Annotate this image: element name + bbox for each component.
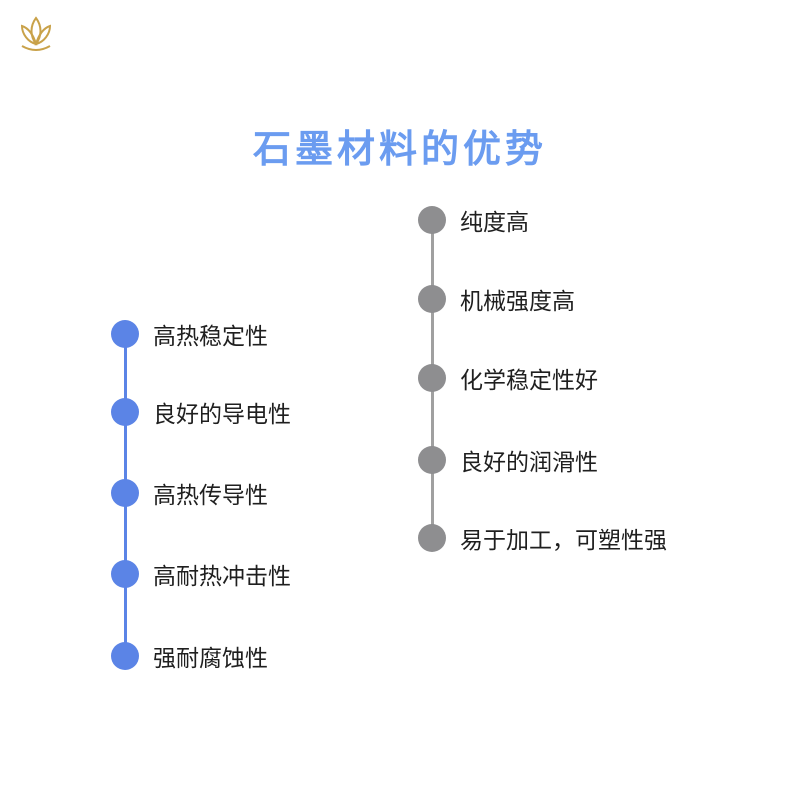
list-item-label: 强耐腐蚀性: [153, 646, 268, 672]
bullet-dot-icon: [111, 398, 139, 426]
list-item-label: 高热稳定性: [153, 324, 268, 350]
list-item-label: 良好的导电性: [153, 402, 291, 428]
list-item: 高热稳定性: [111, 318, 268, 350]
list-item-label: 高热传导性: [153, 483, 268, 509]
list-item: 高耐热冲击性: [111, 558, 291, 590]
list-item: 机械强度高: [418, 283, 575, 315]
list-item: 纯度高: [418, 204, 529, 236]
bullet-dot-icon: [418, 364, 446, 392]
list-item-label: 纯度高: [460, 210, 529, 236]
lotus-logo-icon: [20, 16, 52, 51]
bullet-dot-icon: [111, 320, 139, 348]
bullet-dot-icon: [418, 206, 446, 234]
list-item: 高热传导性: [111, 477, 268, 509]
list-item-label: 良好的润滑性: [460, 450, 598, 476]
list-item: 强耐腐蚀性: [111, 640, 268, 672]
list-item-label: 化学稳定性好: [460, 368, 598, 394]
bullet-dot-icon: [111, 560, 139, 588]
list-item: 化学稳定性好: [418, 362, 598, 394]
bullet-dot-icon: [418, 446, 446, 474]
bullet-dot-icon: [418, 285, 446, 313]
list-item: 良好的润滑性: [418, 444, 598, 476]
list-item: 易于加工，可塑性强: [418, 522, 667, 554]
list-item: 良好的导电性: [111, 396, 291, 428]
list-item-label: 高耐热冲击性: [153, 564, 291, 590]
list-item-label: 易于加工，可塑性强: [460, 528, 667, 554]
bullet-dot-icon: [111, 479, 139, 507]
list-item-label: 机械强度高: [460, 289, 575, 315]
page-title: 石墨材料的优势: [252, 127, 547, 171]
bullet-dot-icon: [111, 642, 139, 670]
bullet-dot-icon: [418, 524, 446, 552]
